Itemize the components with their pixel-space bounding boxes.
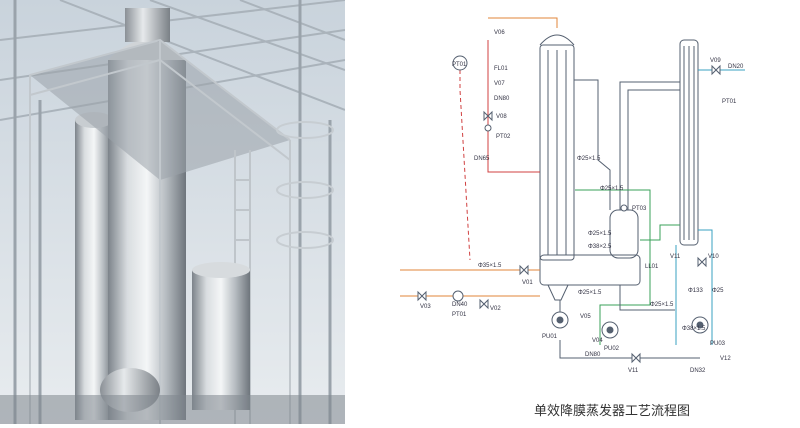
label-pt02: PT02 (496, 134, 511, 140)
label-cond-pipe2: Φ25 (712, 288, 724, 294)
label-small-pipe: Φ25×1.5 (650, 302, 674, 308)
label-v09: V09 (710, 58, 721, 64)
separator-tank (609, 209, 639, 259)
valve-v09 (711, 64, 721, 76)
label-dn20: DN20 (728, 64, 744, 70)
water-line (575, 189, 651, 345)
label-cond-pt: PT01 (722, 99, 737, 105)
label-pipe-vapor: Φ25×1.5 (600, 186, 624, 192)
label-pipe-main: Φ25×1.5 (577, 156, 601, 162)
label-v-right1: V11 (670, 254, 681, 260)
label-pipe-sep2: Φ38×2.5 (588, 244, 612, 250)
label-pt01-bottom: PT01 (452, 312, 467, 318)
label-pt01: PT01 (452, 62, 467, 68)
label-v10: V10 (708, 254, 719, 260)
label-v11: V11 (628, 368, 639, 374)
condenser-body (679, 39, 699, 246)
top-feed-line (488, 17, 558, 28)
label-ll01: LL01 (645, 264, 659, 270)
valve-v10 (697, 256, 707, 268)
label-pt03: PT03 (632, 206, 647, 212)
label-fl01: FL01 (494, 66, 508, 72)
label-dn80-vert: DN80 (494, 96, 510, 102)
pfd-svg: PT01 V06 FL01 V07 DN80 V08 PT02 DN65 Φ25… (400, 17, 745, 374)
steam-line (487, 40, 540, 173)
label-pu02: PU02 (604, 346, 620, 352)
label-pu01: PU01 (542, 334, 558, 340)
label-dn65: DN65 (474, 156, 490, 162)
label-v04: V04 (592, 338, 603, 344)
valve-v08 (483, 110, 493, 122)
label-v05: V05 (580, 314, 591, 320)
label-v01: V01 (522, 280, 533, 286)
label-v06: V06 (494, 30, 505, 36)
label-v02: V02 (490, 306, 501, 312)
evaporator-top-head (539, 34, 575, 46)
instrument-pt03 (620, 204, 628, 212)
label-v07: V07 (494, 81, 505, 87)
evaporator-photo-illustration (0, 0, 345, 424)
label-dn80-bottom: DN80 (585, 352, 601, 358)
vapor-duct (619, 81, 680, 210)
label-feed: Φ35×1.5 (478, 263, 502, 269)
valve-v03 (417, 290, 427, 302)
label-pipe-sep1: Φ25×1.5 (588, 231, 612, 237)
vapor-riser (574, 79, 611, 210)
instrument-pt02 (484, 124, 492, 132)
instrument-bottom (452, 290, 464, 302)
process-flow-diagram: PT01 V06 FL01 V07 DN80 V08 PT02 DN65 Φ25… (345, 0, 800, 424)
label-bottom-pipe: Φ25×1.5 (578, 290, 602, 296)
evaporator-body (539, 44, 575, 261)
label-cond-pipe3: Φ38×1.5 (682, 326, 706, 332)
vacuum-line (459, 70, 471, 261)
label-v-right2: V12 (720, 356, 731, 362)
label-pu03: PU03 (710, 341, 726, 347)
diagram-caption: 单效降膜蒸发器工艺流程图 (533, 404, 690, 419)
instrument-pt01 (452, 55, 468, 71)
separator-cone (547, 284, 569, 301)
label-v08: V08 (496, 114, 507, 120)
label-cond-pipe1: Φ133 (688, 288, 703, 294)
label-dn40: DN40 (452, 302, 468, 308)
label-v03: V03 (420, 304, 431, 310)
label-dn32: DN32 (690, 368, 706, 374)
valve-v02 (479, 298, 489, 310)
drain-line (559, 340, 700, 359)
evaporator-photo (0, 0, 345, 424)
valve-v11 (631, 352, 641, 364)
valve-v01 (519, 264, 529, 276)
